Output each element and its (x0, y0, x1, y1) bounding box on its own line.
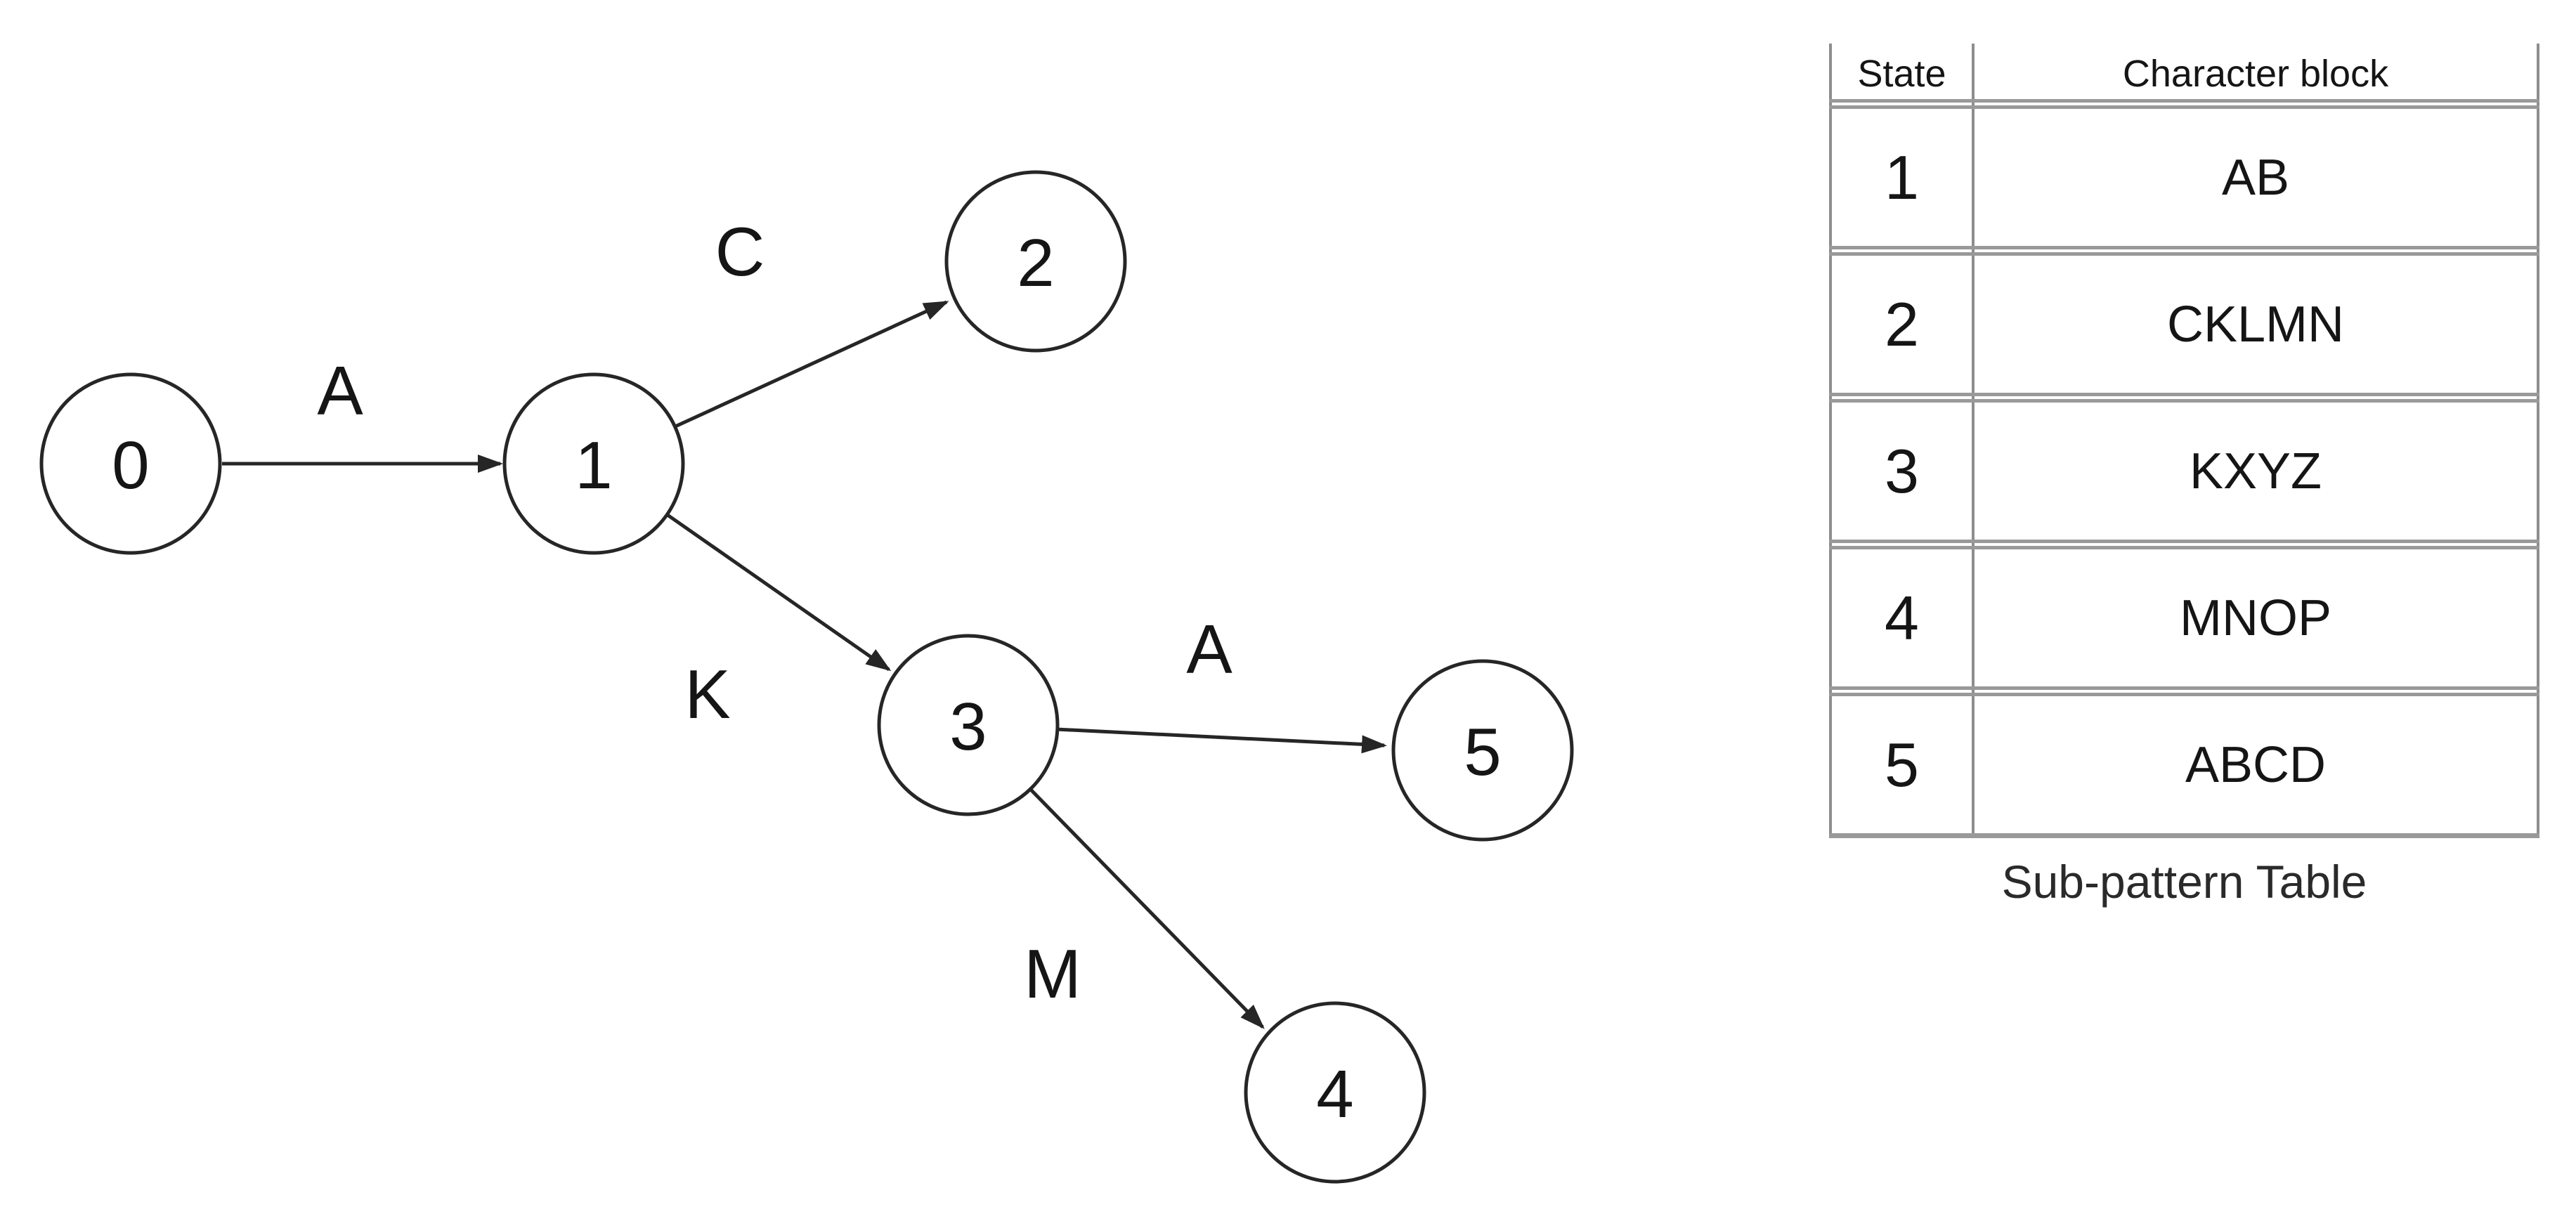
edge-1-3 (666, 513, 892, 672)
edge-3-4 (1029, 788, 1265, 1029)
state-node-label-3: 3 (949, 689, 987, 764)
state-node-3 (877, 634, 1060, 816)
edge-label-0-1: A (317, 352, 363, 429)
table-row-2-state: 2 (1885, 289, 1919, 359)
table-separator-header (1829, 99, 2539, 109)
edge-label-3-4: M (1024, 935, 1081, 1012)
table-row-4-block: MNOP (2180, 589, 2331, 646)
table-row-5-state: 5 (1885, 729, 1919, 799)
edge-1-2 (674, 300, 949, 429)
table-header-state: State (1857, 53, 1946, 95)
table-header-character-block: Character block (2122, 53, 2389, 95)
table-row-3-block: KXYZ (2189, 443, 2322, 500)
table-separator-2 (1829, 393, 2539, 403)
table-separator-1 (1829, 246, 2539, 256)
table-row-5-block: ABCD (2185, 736, 2327, 793)
state-node-1 (502, 372, 685, 555)
table-vline-left (1829, 44, 1832, 838)
table-caption: Sub-pattern Table (2001, 856, 2367, 908)
table-row-2-block: CKLMN (2166, 296, 2345, 353)
edge-label-3-5: A (1186, 611, 1232, 688)
state-node-label-4: 4 (1316, 1057, 1353, 1132)
table-vline-right (2537, 44, 2539, 838)
state-node-2 (944, 170, 1127, 353)
table-separator-3 (1829, 540, 2539, 549)
state-node-label-0: 0 (112, 428, 149, 503)
edge-3-5 (1055, 727, 1387, 754)
table-vline-divider (1972, 44, 1975, 838)
table-row-3-state: 3 (1885, 436, 1919, 506)
edge-label-1-2: C (715, 213, 765, 290)
sub-pattern-table: State Character block 1 AB 2 CKLMN 3 KXY… (1829, 44, 2539, 908)
table-bottom-border (1829, 833, 2539, 838)
state-node-5 (1391, 659, 1574, 842)
table-separator-4 (1829, 686, 2539, 696)
state-node-4 (1244, 1001, 1426, 1184)
state-node-0 (39, 372, 222, 555)
table-row-1-block: AB (2221, 149, 2290, 206)
state-node-label-1: 1 (575, 428, 612, 503)
table-row-1-state: 1 (1885, 142, 1919, 212)
table-row-4-state: 4 (1885, 582, 1919, 653)
edge-label-1-3: K (684, 655, 730, 733)
state-node-label-5: 5 (1464, 714, 1501, 790)
state-node-label-2: 2 (1017, 226, 1054, 301)
